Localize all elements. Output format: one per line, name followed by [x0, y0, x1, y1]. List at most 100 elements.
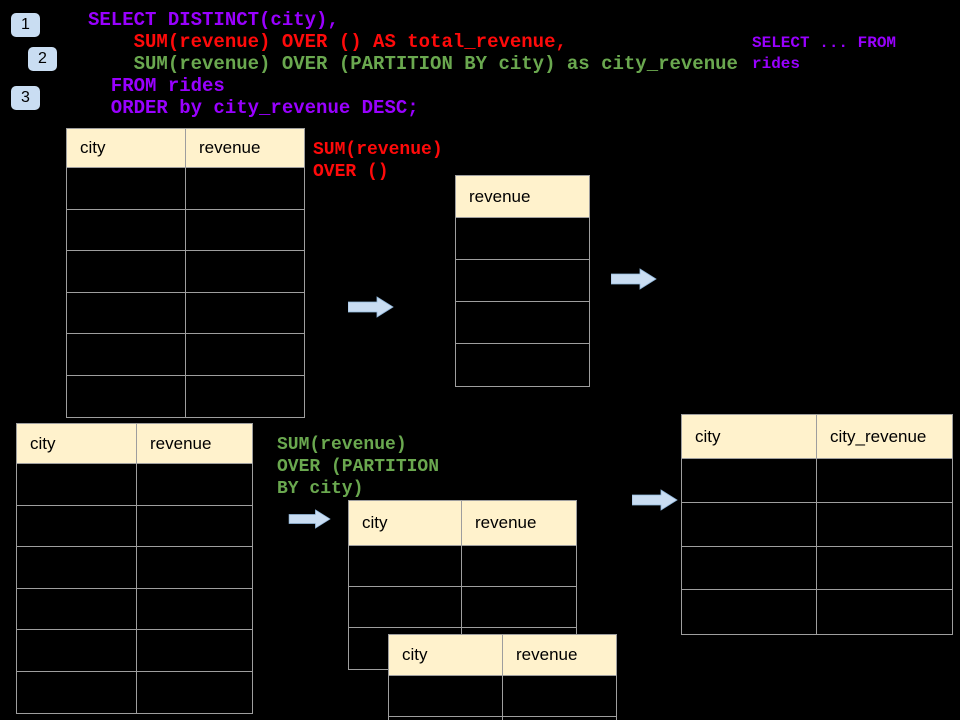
sql-line-sum-total: SUM(revenue) OVER () AS total_revenue, [88, 31, 567, 53]
table-row [349, 587, 576, 628]
flow-arrow-right-icon [611, 268, 657, 290]
table-cell-empty [349, 587, 462, 628]
table-partition-group-front: city revenue [388, 634, 617, 720]
table-cell-empty [67, 334, 186, 376]
column-header-city: city [682, 415, 817, 459]
table-row [17, 671, 252, 714]
column-header-revenue: revenue [186, 129, 304, 168]
table-row [456, 344, 589, 386]
table-cell-empty [817, 459, 952, 503]
table-row [67, 375, 304, 418]
sql-line-select: SELECT DISTINCT(city), [88, 9, 339, 31]
table-cell-empty [682, 502, 817, 547]
table-cell-empty [186, 293, 304, 334]
table-cell-empty [817, 547, 952, 591]
table-row [17, 464, 252, 506]
table-header-row: city revenue [67, 129, 304, 168]
table-cell-empty [349, 546, 462, 587]
table-row [682, 502, 952, 547]
table-cell-empty [462, 546, 576, 587]
annotation-sum-over-partition: SUM(revenue) OVER (PARTITION BY city) [277, 435, 440, 499]
table-cell-empty [17, 464, 137, 506]
table-row [456, 302, 589, 344]
table-header-row: city revenue [349, 501, 576, 546]
table-row [456, 218, 589, 260]
table-cell-empty [17, 547, 137, 589]
side-note-select-from-rides: SELECT ... FROM rides [752, 34, 897, 73]
table-row [17, 547, 252, 589]
table-cell-empty [67, 251, 186, 293]
table-cell-empty [137, 506, 252, 547]
table-cell-empty [682, 546, 817, 591]
column-header-revenue: revenue [462, 501, 576, 546]
table-cell-empty [503, 676, 616, 717]
column-header-city: city [67, 129, 186, 168]
table-row [682, 546, 952, 591]
table-cell-empty [456, 218, 589, 260]
table-cell-empty [137, 630, 252, 672]
table-cell-empty [462, 587, 576, 628]
table-cell-empty [186, 168, 304, 210]
table-cell-empty [186, 251, 304, 293]
table-cell-empty [456, 260, 589, 302]
table-cell-empty [17, 505, 137, 547]
table-cell-empty [137, 547, 252, 589]
flow-arrow-right-icon [288, 509, 331, 529]
sql-line-sum-partition: SUM(revenue) OVER (PARTITION BY city) as… [88, 53, 738, 75]
table-cell-empty [682, 590, 817, 634]
table-source-rides-partition: city revenue [16, 423, 253, 714]
table-row [349, 546, 576, 587]
table-cell-empty [186, 376, 304, 418]
table-cell-empty [137, 589, 252, 630]
step-badge-3: 3 [11, 86, 40, 110]
table-cell-empty [17, 630, 137, 672]
table-total-revenue-result: revenue [455, 175, 590, 387]
column-header-revenue: revenue [503, 635, 616, 676]
table-cell-empty [186, 210, 304, 251]
table-header-row: city revenue [17, 424, 252, 464]
column-header-revenue: revenue [137, 424, 252, 464]
table-cell-empty [817, 503, 952, 547]
table-header-row: city city_revenue [682, 415, 952, 459]
table-row [389, 717, 616, 720]
table-row [389, 676, 616, 717]
column-header-city-revenue: city_revenue [817, 415, 952, 459]
column-header-city: city [17, 424, 137, 464]
table-cell-empty [67, 292, 186, 334]
table-row [682, 590, 952, 634]
table-cell-empty [17, 588, 137, 630]
table-cell-empty [137, 464, 252, 506]
column-header-city: city [389, 635, 503, 676]
table-cell-empty [137, 672, 252, 714]
flow-arrow-right-icon [632, 489, 678, 511]
table-row [67, 168, 304, 210]
table-row [17, 588, 252, 630]
annotation-sum-over-total: SUM(revenue) OVER () [313, 140, 443, 182]
table-row [456, 260, 589, 302]
table-cell-empty [67, 209, 186, 251]
step-badge-1: 1 [11, 13, 40, 37]
table-cell-empty [17, 671, 137, 713]
table-cell-empty [456, 344, 589, 386]
table-row [682, 459, 952, 503]
table-row [17, 505, 252, 547]
table-header-row: revenue [456, 176, 589, 218]
table-cell-empty [817, 590, 952, 634]
flow-arrow-right-icon [348, 296, 394, 318]
table-partition-group-back: city revenue [348, 500, 577, 670]
sql-code-block: SELECT DISTINCT(city), SUM(revenue) OVER… [88, 9, 738, 119]
table-city-revenue-result: city city_revenue [681, 414, 953, 635]
table-header-row: city revenue [389, 635, 616, 676]
table-cell-empty [186, 334, 304, 376]
table-source-rides-total: city revenue [66, 128, 305, 418]
table-cell-empty [389, 717, 503, 720]
table-row [67, 334, 304, 376]
table-row [67, 251, 304, 293]
table-row [67, 292, 304, 334]
column-header-revenue: revenue [456, 176, 589, 218]
table-cell-empty [389, 676, 503, 717]
table-row [17, 630, 252, 672]
table-cell-empty [67, 375, 186, 417]
table-cell-empty [67, 168, 186, 210]
